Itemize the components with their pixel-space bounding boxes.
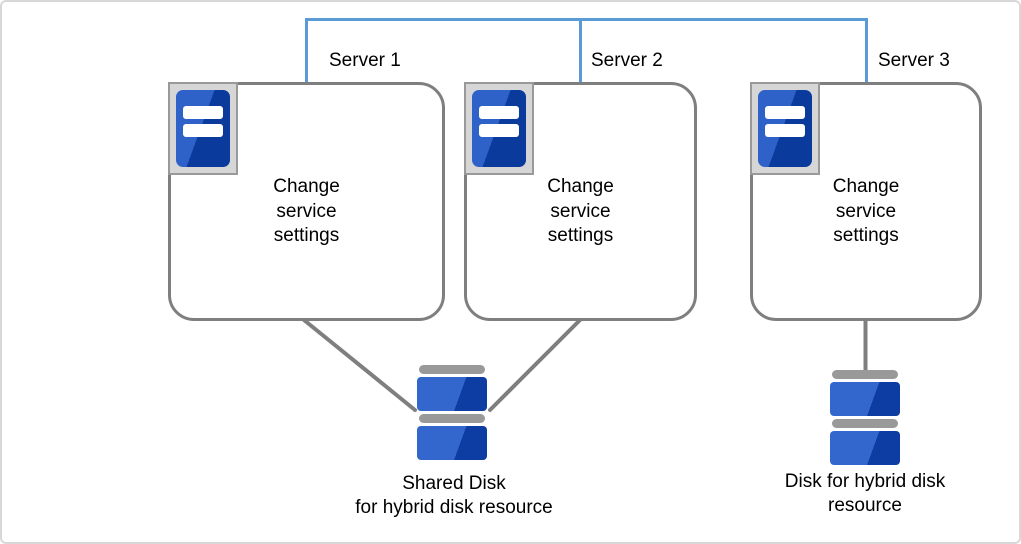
server2-box: Change service settings xyxy=(464,82,697,321)
server-icon-panel xyxy=(472,90,526,167)
shared-disk-icon xyxy=(417,365,487,463)
server-icon xyxy=(168,82,238,175)
disk-cap xyxy=(419,414,485,423)
server-icon-slot xyxy=(479,124,519,137)
server-icon-slot xyxy=(183,106,223,119)
disk-cap xyxy=(832,370,898,379)
hybrid-disk-icon xyxy=(830,370,900,468)
server-icon xyxy=(750,82,820,175)
server-icon-slot xyxy=(765,124,805,137)
server1-action-text: Change service settings xyxy=(273,176,340,246)
server2-label: Server 2 xyxy=(591,50,663,71)
shared-disk-label-line1: Shared Disk xyxy=(402,473,506,494)
hybrid-disk-label-line1: Disk for hybrid disk xyxy=(784,471,946,492)
disk-platter xyxy=(417,426,487,460)
server-icon xyxy=(464,82,534,175)
server-icon-slot xyxy=(183,124,223,137)
shared-disk-label-line2: for hybrid disk resource xyxy=(355,497,553,518)
hybrid-disk-label: Disk for hybrid disk resource xyxy=(725,470,1005,518)
disk-cap xyxy=(832,419,898,428)
disk-platter xyxy=(830,431,900,465)
server-icon-panel xyxy=(176,90,230,167)
server3-label: Server 3 xyxy=(878,50,950,71)
server1-shared-disk-line xyxy=(302,318,417,412)
server3-box: Change service settings xyxy=(750,82,982,321)
shared-disk-label: Shared Disk for hybrid disk resource xyxy=(314,472,594,520)
server1-label: Server 1 xyxy=(329,50,401,71)
server2-action-text: Change service settings xyxy=(547,176,614,246)
disk-cap xyxy=(419,365,485,374)
server1-box: Change service settings xyxy=(168,82,445,321)
hybrid-disk-label-line2: resource xyxy=(828,495,902,516)
server3-action-text: Change service settings xyxy=(832,176,900,246)
server-icon-panel xyxy=(758,90,812,167)
server2-shared-disk-line xyxy=(488,318,582,412)
network-interconnect-line xyxy=(305,18,868,82)
disk-platter xyxy=(417,377,487,411)
disk-platter xyxy=(830,382,900,416)
server-icon-slot xyxy=(765,106,805,119)
server-icon-slot xyxy=(479,106,519,119)
